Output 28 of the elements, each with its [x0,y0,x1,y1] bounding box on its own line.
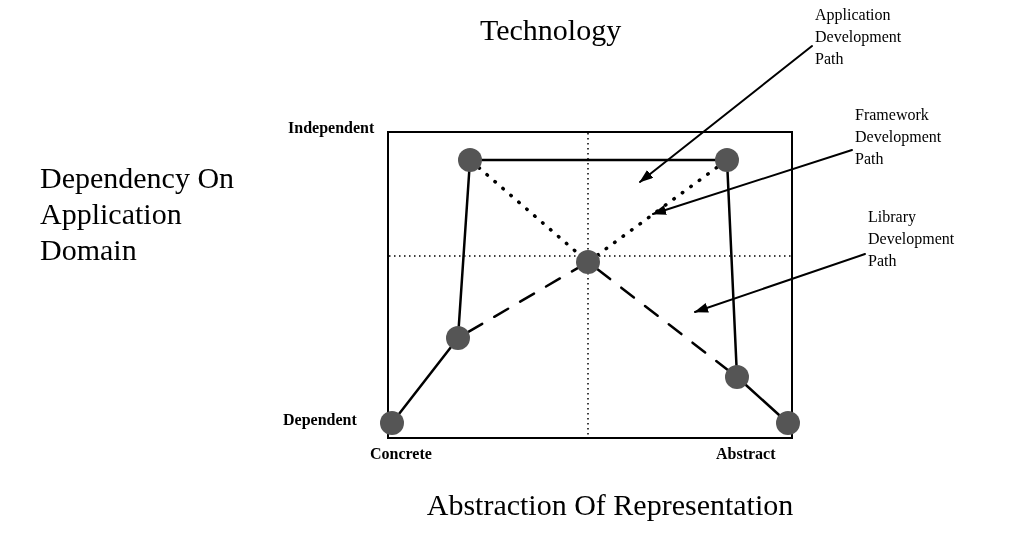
point-marker [725,365,749,389]
point-marker [576,250,600,274]
dashed-path-line [596,268,729,371]
path-line [457,170,471,328]
callout-text: Library Development Path [868,206,978,272]
path-line [744,383,781,417]
point-marker [380,411,404,435]
leader-arrow [639,45,813,183]
axis-tick-label: Dependent [283,410,357,430]
dotted-path-line [595,165,720,257]
axis-title: Dependency On Application Domain [40,160,235,268]
point-marker [458,148,482,172]
axis-tick-label: Concrete [370,444,432,464]
point-marker [715,148,739,172]
path-line [398,346,452,415]
callout-text: Application Development Path [815,4,925,70]
axis-tick-label: Independent [288,118,375,138]
path-line [480,158,717,162]
leader-arrow [694,253,866,313]
axis-title: Abstraction Of Representation [425,487,795,523]
callout-text: Framework Development Path [855,104,965,170]
axis-tick-label: Abstract [716,444,776,464]
title: Technology [480,12,622,48]
point-marker [776,411,800,435]
dashed-path-line [467,266,579,334]
leader-arrow [652,149,853,215]
path-line [726,170,738,367]
point-marker [446,326,470,350]
